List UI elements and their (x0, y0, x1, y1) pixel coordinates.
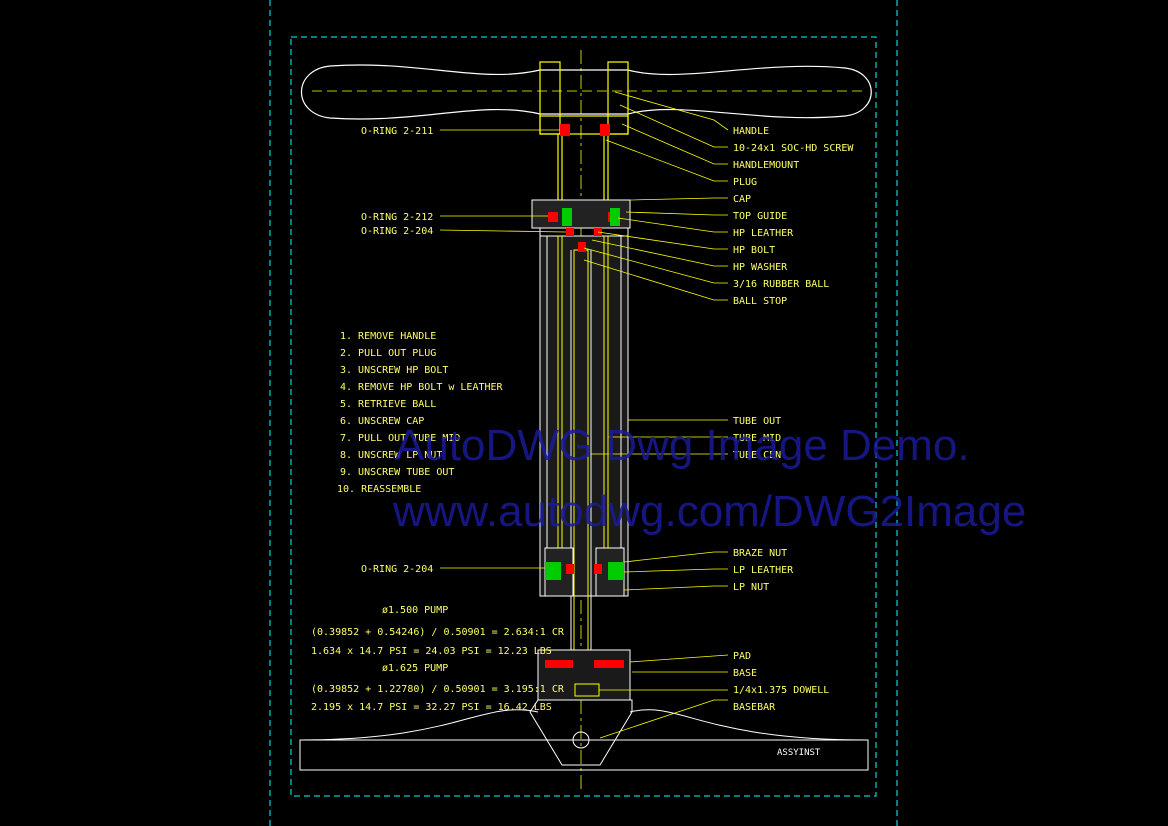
label-oring-212: O-RING 2-212 (361, 212, 433, 223)
label-plug: PLUG (733, 177, 757, 188)
step-item: 4. REMOVE HP BOLT w LEATHER (340, 382, 504, 393)
calc-ratio-1500: (0.39852 + 0.54246) / 0.50901 = 2.634:1 … (311, 627, 565, 638)
calc-title-1500: ø1.500 PUMP (382, 605, 448, 616)
step-item: 6. UNSCREW CAP (340, 416, 424, 427)
calc-force-1500: 1.634 x 14.7 PSI = 24.03 PSI = 12.23 LBS (311, 646, 552, 657)
label-basebar: BASEBAR (733, 702, 776, 713)
step-item: 10. REASSEMBLE (337, 484, 421, 495)
label-hp-bolt: HP BOLT (733, 245, 775, 256)
watermark-line-1: AutoDWG Dwg Image Demo. (395, 421, 970, 470)
label-top-guide: TOP GUIDE (733, 211, 787, 222)
step-item: 3. UNSCREW HP BOLT (340, 365, 448, 376)
watermark-line-2: www.autodwg.com/DWG2Image (392, 487, 1026, 536)
calc-ratio-1625: (0.39852 + 1.22780) / 0.50901 = 3.195:1 … (311, 684, 565, 695)
label-pad: PAD (733, 651, 751, 662)
label-screw: 10-24x1 SOC-HD SCREW (733, 143, 854, 154)
step-item: 1. REMOVE HANDLE (340, 331, 436, 342)
calc-title-1625: ø1.625 PUMP (382, 663, 448, 674)
label-hp-washer: HP WASHER (733, 262, 788, 273)
step-item: 8. UNSCREW LP NUT (340, 450, 442, 461)
step-item: 9. UNSCREW TUBE OUT (340, 467, 454, 478)
plug-shaft (557, 134, 609, 205)
label-tube-cen: TUBE CEN (733, 450, 781, 461)
right-labels: HANDLE 10-24x1 SOC-HD SCREW HANDLEMOUNT … (733, 126, 854, 713)
label-tube-mid: TUBE MID (733, 433, 781, 444)
handle (301, 61, 872, 135)
label-tube-out: TUBE OUT (733, 416, 781, 427)
step-item: 2. PULL OUT PLUG (340, 348, 436, 359)
disassembly-steps: 1. REMOVE HANDLE 2. PULL OUT PLUG 3. UNS… (337, 331, 504, 495)
label-hp-leather: HP LEATHER (733, 228, 794, 239)
label-base: BASE (733, 668, 757, 679)
label-oring-204-bottom: O-RING 2-204 (361, 564, 433, 575)
leader-lines-left (439, 129, 567, 569)
sheet-frame (269, 0, 898, 826)
watermark: AutoDWG Dwg Image Demo. www.autodwg.com/… (392, 421, 1026, 536)
label-braze-nut: BRAZE NUT (733, 548, 787, 559)
label-lp-nut: LP NUT (733, 582, 769, 593)
label-rubber-ball: 3/16 RUBBER BALL (733, 279, 829, 290)
label-oring-204-top: O-RING 2-204 (361, 226, 433, 237)
title-block: ASSYINST (777, 748, 821, 758)
leader-lines-right (583, 91, 729, 739)
step-item: 5. RETRIEVE BALL (340, 399, 436, 410)
label-ball-stop: BALL STOP (733, 296, 787, 307)
label-lp-leather: LP LEATHER (733, 565, 794, 576)
leathers (545, 208, 624, 580)
left-labels: O-RING 2-211 O-RING 2-212 O-RING 2-204 O… (361, 126, 433, 575)
label-handlemount: HANDLEMOUNT (733, 160, 799, 171)
pump-calculations: ø1.500 PUMP (0.39852 + 0.54246) / 0.5090… (311, 605, 565, 713)
label-oring-211: O-RING 2-211 (361, 126, 433, 137)
base (299, 649, 869, 771)
step-item: 7. PULL OUT TUBE MID (340, 433, 460, 444)
label-dowell: 1/4x1.375 DOWELL (733, 685, 829, 696)
tube-assembly (539, 235, 629, 651)
calc-force-1625: 2.195 x 14.7 PSI = 32.27 PSI = 16.42 LBS (311, 702, 552, 713)
label-cap: CAP (733, 194, 751, 205)
label-handle: HANDLE (733, 126, 769, 137)
